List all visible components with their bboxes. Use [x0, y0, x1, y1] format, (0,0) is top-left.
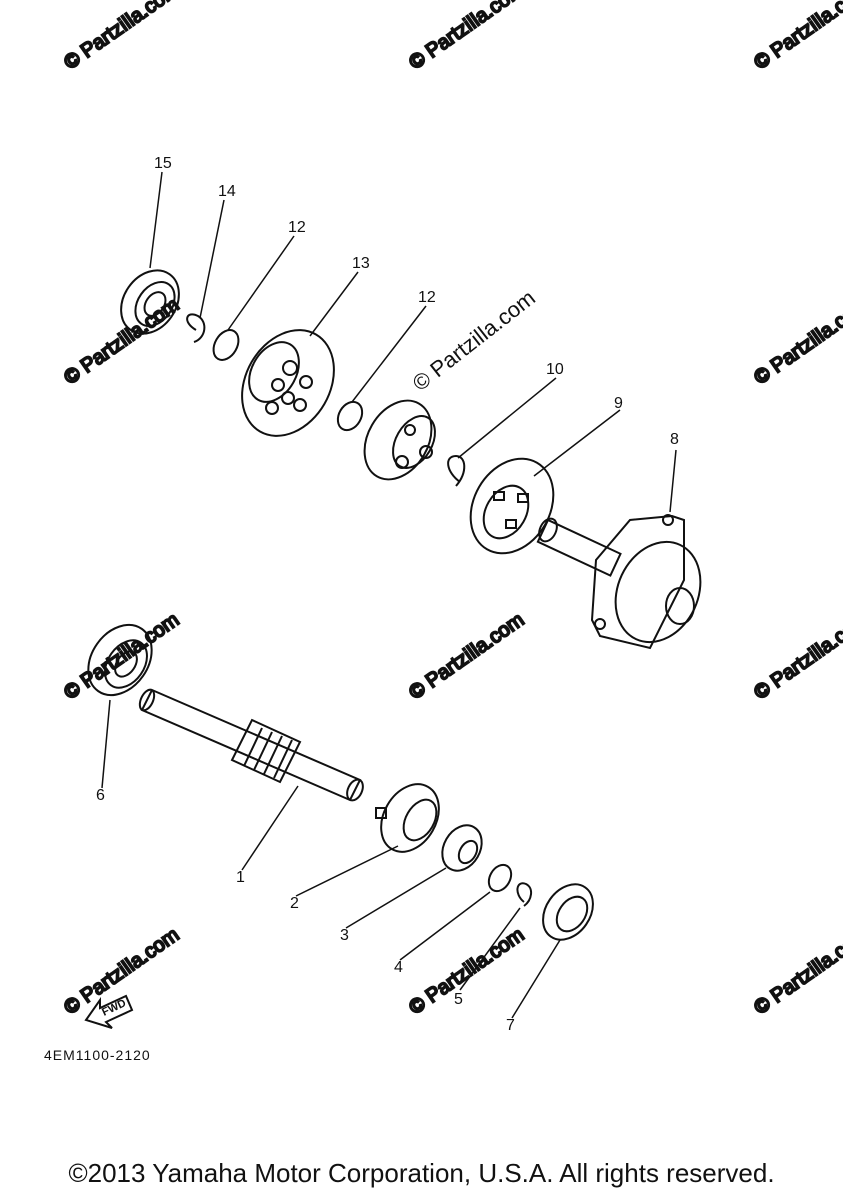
part-6-bearing [87, 623, 153, 697]
part-13-gear [241, 329, 335, 437]
part-1-main-shaft [138, 688, 364, 802]
callout-9: 9 [614, 395, 623, 412]
watermark: © Partzilla.com [750, 0, 843, 74]
watermark: © Partzilla.com [405, 609, 528, 704]
leader-lines [101, 171, 677, 1019]
callout-7: 7 [506, 1017, 515, 1034]
part-15-bearing [120, 269, 180, 335]
part-7-bearing [542, 883, 594, 941]
callout-12-top: 12 [288, 219, 306, 236]
part-14-circlip [186, 313, 206, 343]
part-code: 4EM1100-2120 [44, 1047, 151, 1063]
callout-15: 15 [154, 155, 172, 172]
callout-10: 10 [546, 361, 564, 378]
part-10-circlip [447, 454, 466, 487]
callout-labels: 15 14 12 13 12 10 9 8 6 1 2 3 4 5 7 4EM1… [44, 155, 679, 1063]
watermark: © Partzilla.com [750, 609, 843, 704]
part-5-circlip [516, 882, 532, 907]
callout-13: 13 [352, 255, 370, 272]
part-8-output-shaft [536, 514, 702, 650]
watermarks: © Partzilla.com © Partzilla.com © Partzi… [59, 0, 843, 1020]
part-12-washer-lower [336, 400, 364, 432]
watermark: © Partzilla.com [750, 294, 843, 389]
callout-8: 8 [670, 431, 679, 448]
part-2-clutch [375, 783, 440, 853]
fwd-label: FWD [100, 997, 128, 1018]
callout-12-lower: 12 [418, 289, 436, 306]
copyright-footer: ©2013 Yamaha Motor Corporation, U.S.A. A… [68, 1158, 775, 1188]
callout-4: 4 [394, 959, 403, 976]
callout-6: 6 [96, 787, 105, 804]
part-4-washer [487, 863, 513, 893]
watermark: © Partzilla.com [405, 0, 528, 74]
callout-2: 2 [290, 895, 299, 912]
watermark: © Partzilla.com [405, 924, 528, 1019]
part-11-gear [363, 399, 436, 481]
part-12-washer [212, 329, 240, 361]
callout-3: 3 [340, 927, 349, 944]
watermark: © Partzilla.com [60, 0, 183, 74]
callout-5: 5 [454, 991, 463, 1008]
part-3-gear [441, 824, 483, 872]
callout-1: 1 [236, 869, 245, 886]
watermark: © Partzilla.com [750, 924, 843, 1019]
callout-14: 14 [218, 183, 236, 200]
